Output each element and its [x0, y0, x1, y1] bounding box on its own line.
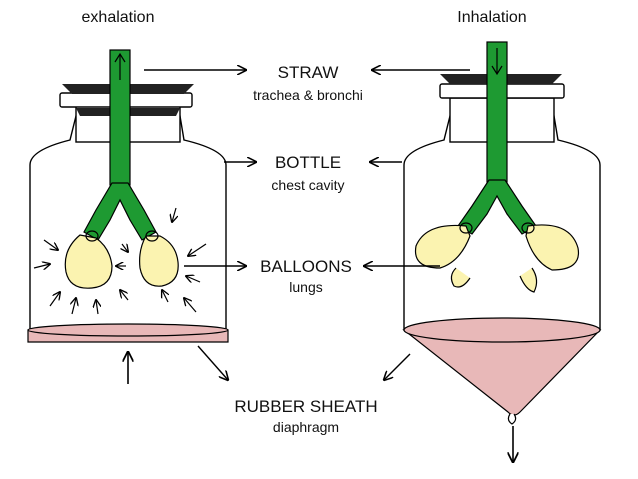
inhalation-title: Inhalation — [457, 9, 526, 26]
left-balloon-inflated — [414, 224, 471, 269]
svg-text:BALLOONS: BALLOONS — [260, 257, 352, 276]
right-balloon-inflated — [525, 224, 580, 271]
right-balloon-deflated — [139, 235, 179, 287]
svg-text:chest cavity: chest cavity — [271, 177, 344, 193]
svg-text:BOTTLE: BOTTLE — [275, 153, 341, 172]
exhalation-title: exhalation — [82, 9, 155, 26]
svg-text:diaphragm: diaphragm — [273, 419, 339, 435]
svg-text:STRAW: STRAW — [278, 63, 339, 82]
straw — [83, 49, 157, 241]
pressure-arrows — [33, 207, 207, 315]
label-balloons: BALLOONS lungs — [184, 257, 440, 295]
svg-text:lungs: lungs — [289, 279, 322, 295]
label-rubber-sheath: RUBBER SHEATH diaphragm — [197, 345, 411, 435]
svg-text:RUBBER SHEATH: RUBBER SHEATH — [234, 397, 377, 416]
exhalation-bottle — [27, 49, 229, 384]
label-straw: STRAW trachea & bronchi — [144, 63, 470, 103]
svg-text:trachea & bronchi: trachea & bronchi — [253, 87, 363, 103]
inhalation-bottle — [402, 41, 602, 462]
pulled-rubber-sheath — [402, 329, 602, 416]
left-balloon-deflated — [64, 234, 113, 289]
straw — [457, 41, 537, 235]
label-bottle: BOTTLE chest cavity — [224, 153, 402, 193]
